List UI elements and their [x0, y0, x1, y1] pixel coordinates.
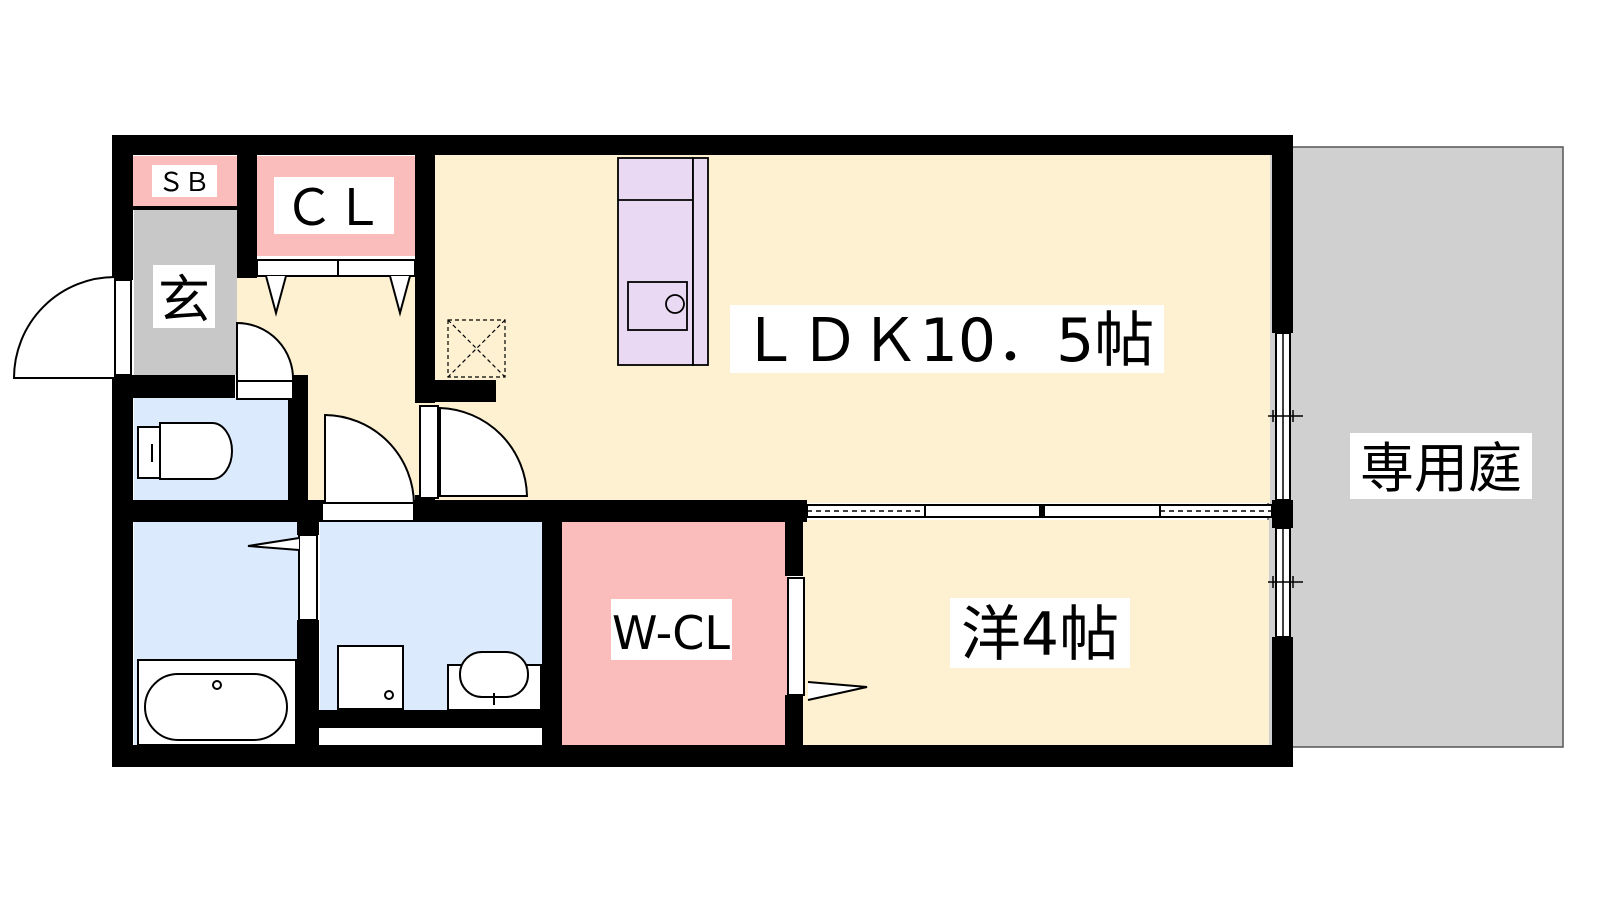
- wash-basin: [447, 651, 542, 711]
- wcl-label-bg: [611, 599, 732, 660]
- wcl-label: W-CL: [612, 606, 730, 660]
- entrance-door: [12, 276, 132, 379]
- entrance-label: 玄: [158, 271, 210, 331]
- cl-label: ＣＬ: [284, 179, 384, 237]
- western-room-door: [787, 577, 868, 701]
- western-label-bg: [950, 598, 1130, 668]
- toilet-fixture: [137, 422, 233, 480]
- window-ldk: [1268, 332, 1303, 501]
- western-label: 洋4帖: [961, 600, 1119, 670]
- bathroom-door: [247, 534, 318, 621]
- kitchen-counter: [617, 157, 709, 366]
- toilet-door: [321, 413, 416, 522]
- sb-label-bg: [152, 165, 217, 197]
- sliding-partition: [806, 504, 1273, 518]
- ldk-label-bg: [730, 305, 1164, 373]
- window-western: [1268, 527, 1303, 638]
- washing-machine-space: [337, 645, 404, 710]
- ldk-label: ＬＤＫ10．5帖: [740, 306, 1155, 376]
- entrance-label-bg: [153, 265, 215, 328]
- garden-label-bg: [1350, 433, 1532, 499]
- ldk-door: [419, 405, 529, 499]
- sb-label: ＳＢ: [158, 168, 210, 198]
- hall-door-small: [236, 321, 295, 400]
- bathtub: [137, 659, 297, 746]
- garden-label: 専用庭: [1360, 437, 1522, 500]
- cl-label-bg: [274, 177, 394, 234]
- refrigerator-space: [447, 319, 506, 378]
- closet-door: [256, 259, 416, 317]
- walls: [112, 135, 1293, 767]
